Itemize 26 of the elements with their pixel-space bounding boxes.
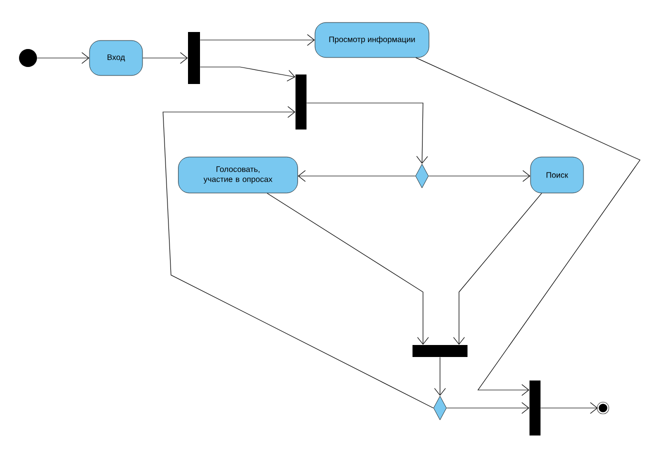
- start-dot: [19, 49, 37, 67]
- arrow: [200, 34, 315, 46]
- arrow: [446, 402, 530, 414]
- arrow: [453, 192, 542, 345]
- decision-diamond: [433, 396, 447, 420]
- arrow: [36, 52, 90, 64]
- end-dot: [596, 402, 610, 414]
- arrow: [416, 57, 640, 396]
- arrow: [306, 102, 428, 164]
- action-box: Вход: [89, 40, 143, 76]
- arrow: [540, 402, 598, 414]
- sync-bar: [296, 74, 306, 130]
- arrow: [162, 106, 434, 408]
- arrow: [298, 170, 416, 182]
- sync-bar: [188, 32, 200, 84]
- decision-diamond: [415, 164, 429, 188]
- sync-bar: [530, 380, 540, 436]
- arrow: [142, 52, 188, 64]
- arrow: [434, 356, 446, 396]
- action-box: Голосовать, участие в опросах: [178, 156, 298, 194]
- sync-bar: [412, 345, 468, 357]
- action-box: Просмотр информации: [314, 22, 430, 58]
- arrow: [266, 192, 429, 345]
- arrow: [200, 66, 296, 82]
- arrow: [428, 170, 530, 182]
- action-box: Поиск: [530, 156, 584, 194]
